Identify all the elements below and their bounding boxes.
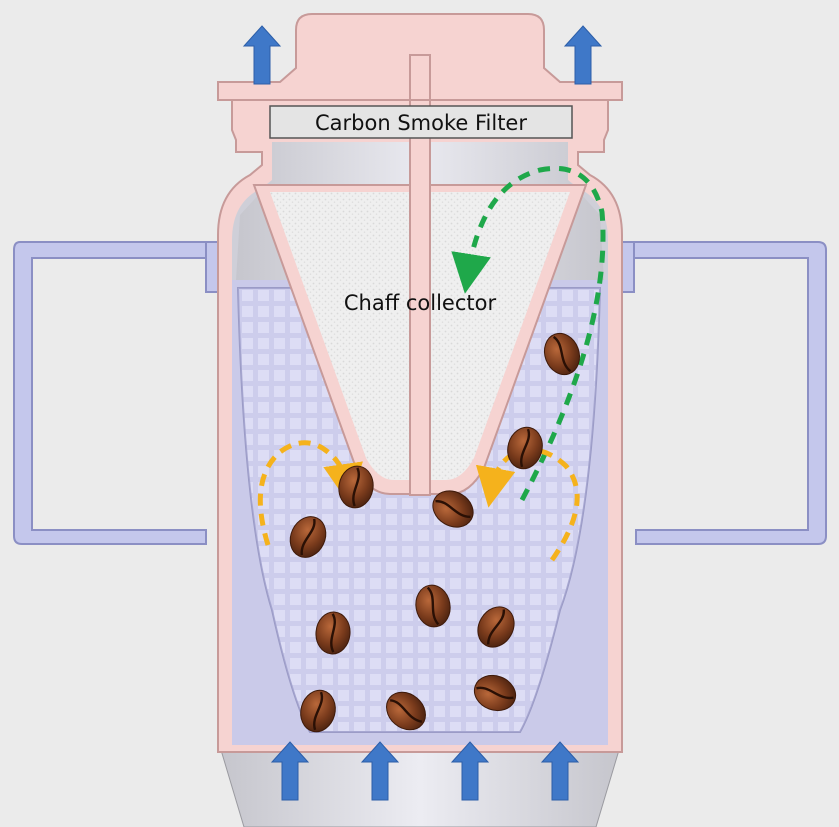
right-handle xyxy=(611,241,827,545)
carbon-smoke-filter: Carbon Smoke Filter xyxy=(269,105,573,139)
smoke-path xyxy=(451,165,606,502)
arrow-up-icon xyxy=(243,25,281,85)
left-handle xyxy=(13,241,229,545)
bean-circulation-right xyxy=(475,447,580,562)
filter-label: Carbon Smoke Filter xyxy=(315,111,527,135)
lid-cap xyxy=(217,13,623,101)
bean-circulation-left xyxy=(257,440,363,546)
chaff-collector-label: Chaff collector xyxy=(344,291,497,315)
arrow-up-icon xyxy=(564,25,602,85)
